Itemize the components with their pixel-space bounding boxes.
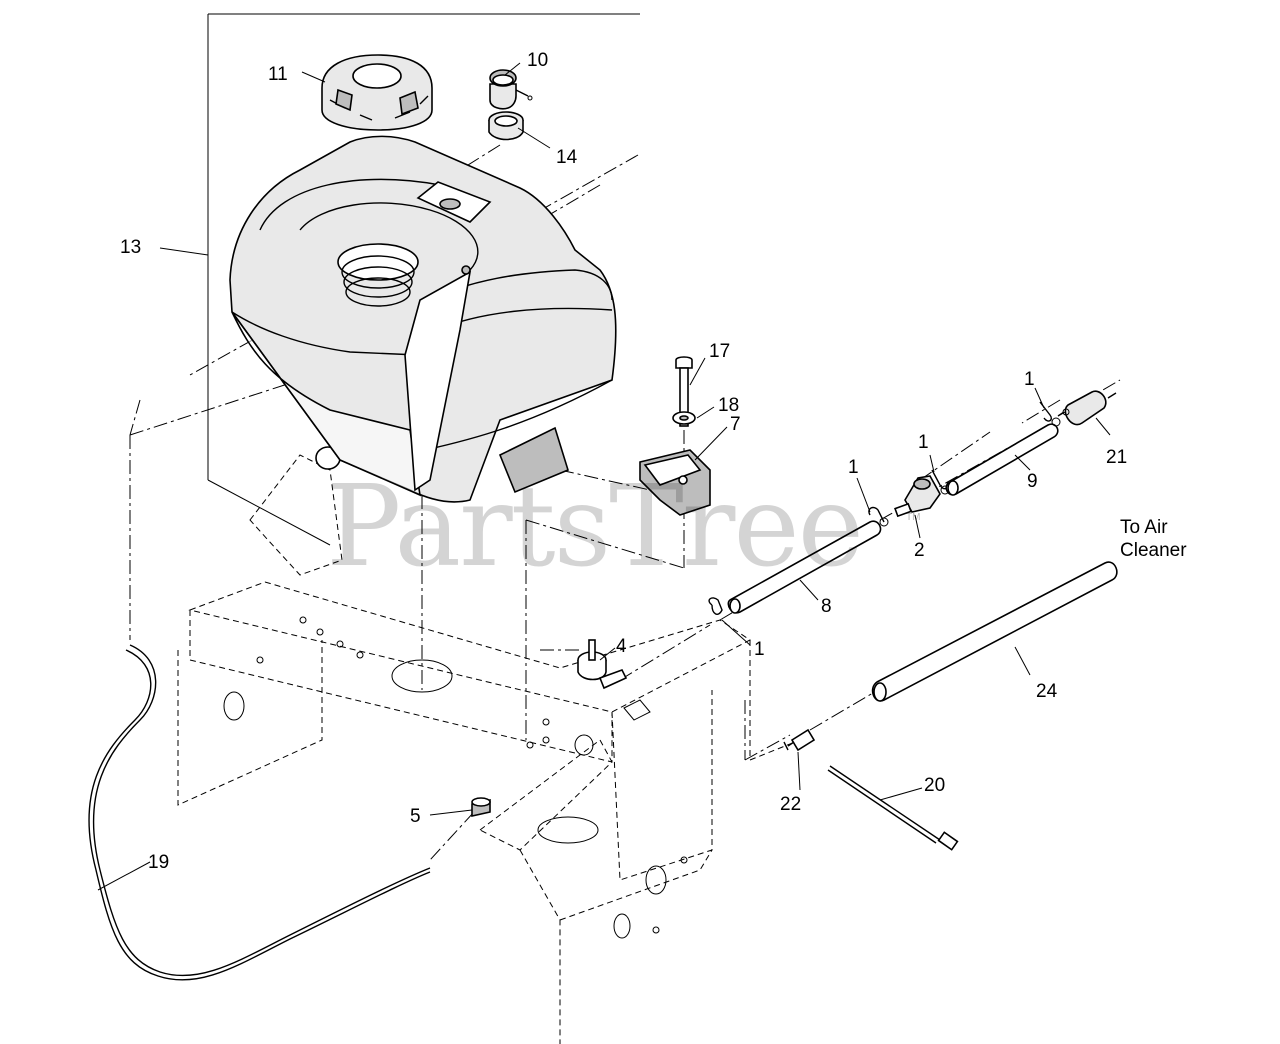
callout-1-lower: 1 (754, 639, 765, 660)
callout-7: 7 (730, 414, 741, 435)
callout-17: 17 (709, 341, 730, 362)
leader-lines (97, 62, 1111, 891)
callout-4: 4 (616, 636, 627, 657)
callout-labels: 11 10 14 13 17 18 7 1 1 1 2 9 21 To Air … (120, 50, 1187, 873)
callout-2: 2 (914, 540, 925, 561)
watermark: PartsTree TM (326, 462, 920, 592)
vent-and-grommet (488, 69, 533, 141)
callout-18: 18 (718, 395, 739, 416)
callout-8: 8 (821, 596, 832, 617)
callout-22: 22 (780, 794, 801, 815)
air-cleaner-note-line2: Cleaner (1120, 540, 1187, 561)
callout-5: 5 (410, 806, 421, 827)
callout-13: 13 (120, 237, 141, 258)
callout-1-tee-right: 1 (918, 432, 929, 453)
tank-cap (321, 54, 433, 131)
watermark-trademark: TM (906, 512, 920, 523)
callout-1-filter: 1 (1024, 369, 1035, 390)
air-cleaner-note-line1: To Air (1120, 517, 1168, 538)
callout-1-tee-left: 1 (848, 457, 859, 478)
fuel-tank (229, 135, 617, 503)
callout-21: 21 (1106, 447, 1127, 468)
callout-20: 20 (924, 775, 945, 796)
callout-10: 10 (527, 50, 548, 71)
bolt-washer-bracket (639, 356, 711, 516)
callout-24: 24 (1036, 681, 1058, 702)
fuel-line-assembly (88, 390, 1118, 981)
callout-19: 19 (148, 852, 169, 873)
callout-14: 14 (556, 147, 578, 168)
watermark-text: PartsTree (326, 462, 862, 592)
callout-9: 9 (1027, 471, 1038, 492)
callout-11: 11 (268, 64, 288, 85)
